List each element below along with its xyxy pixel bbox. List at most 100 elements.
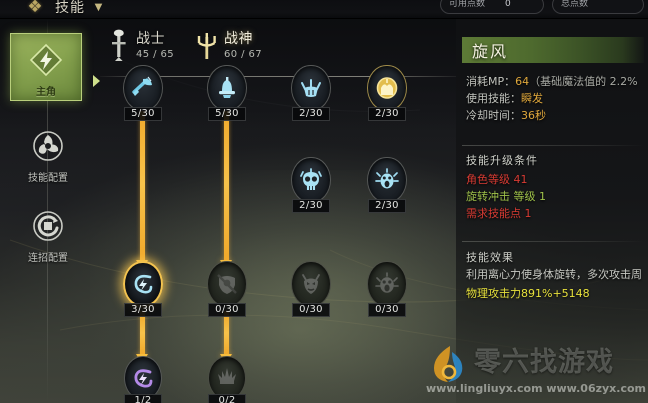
requirements-list: 角色等级 41 旋转冲击 等级 1 需求技能点 1 [466,171,646,222]
lightning-crest-icon [24,38,68,82]
skill-orb [367,65,407,111]
chevron-down-icon[interactable]: ▼ [94,2,103,13]
skill-node[interactable]: 1/2 [121,356,165,403]
top-bar: ❖ 技能 ▼ 可用点数 0 总点数 [0,0,648,19]
skill-stats: 消耗MP：64（基础魔法值的 2.2% 使用技能：瞬发 冷却时间：36秒 [466,73,644,124]
connector-r3c2-to-r4c2 [224,311,229,355]
sidebar-rail [47,19,48,403]
skill-tree: 战士 45 / 65 战神 60 / 67 [96,19,458,403]
gold-shield-icon [374,75,400,101]
skill-count: 2/30 [292,199,330,213]
requirement-item: 需求技能点 1 [466,207,532,220]
crown-spikes-icon [298,75,324,101]
total-points-label: 总点数 [561,0,589,9]
sidebar-item-label: 技能配置 [28,173,68,184]
tab-points: 60 / 67 [224,49,262,60]
requirement-item: 旋转冲击 等级 1 [466,190,546,203]
panel-divider [462,145,644,146]
stat-cast-type: 使用技能：瞬发 [466,90,644,107]
skull-icon [298,167,324,193]
skill-orb [123,261,163,307]
sidebar-active-arrow-icon [93,75,100,87]
stat-label: 冷却时间： [466,109,521,122]
skill-node[interactable]: 0/30 [204,261,250,317]
connector-r1c2-to-r3c2 [224,107,229,261]
skill-node[interactable]: 5/30 [120,65,166,121]
sidebar-item-combo-config[interactable]: 连招配置 [8,204,88,264]
skill-node[interactable]: 2/30 [364,157,410,213]
skill-node-grid: 5/30 5/30 [96,65,456,403]
stat-value: 36秒 [521,109,546,122]
crest-icon: ❖ [27,0,43,17]
connector-r3c1-to-r4c1 [140,311,145,355]
skill-node[interactable]: 0/30 [288,261,334,317]
sidebar: 主角 技能配置 [0,19,100,403]
demon-mask-icon [298,271,324,297]
skill-node[interactable]: 5/30 [204,65,250,121]
available-points-pill: 可用点数 0 [440,0,544,14]
skill-orb [291,65,331,111]
stat-value: 瞬发 [521,92,543,105]
triskelion-icon [26,124,70,168]
skill-orb [367,157,407,203]
skill-orb [207,65,247,111]
stat-suffix: （基础魔法值的 2.2% [529,75,638,88]
skill-count: 2/30 [368,107,406,121]
stat-cooldown: 冷却时间：36秒 [466,107,644,124]
skill-node[interactable]: 2/30 [288,157,334,213]
skill-orb [123,65,163,111]
skill-title-bar: 旋风 [462,37,644,63]
skill-title: 旋风 [472,42,509,61]
total-points-pill: 总点数 [552,0,644,14]
sidebar-item-label: 主角 [36,87,56,98]
effect-value: 物理攻击力891%+5148 [466,287,590,300]
available-points-value: 0 [505,0,511,9]
effect-block: 利用离心力使身体旋转，多次攻击周 物理攻击力891%+5148 [466,267,648,303]
trident-icon [196,29,218,63]
skill-detail-panel: 旋风 消耗MP：64（基础魔法值的 2.2% 使用技能：瞬发 冷却时间：36秒 … [456,19,648,403]
bell-hammer-icon [214,75,240,101]
skill-count: 5/30 [124,107,162,121]
skill-node[interactable]: 0/2 [205,356,249,403]
skill-orb [291,157,331,203]
shout-face-icon [374,167,400,193]
tab-label: 战神 [224,31,253,47]
spiral-combo-icon [26,204,70,248]
stat-label: 消耗MP： [466,75,516,88]
tab-underline [100,76,458,77]
skill-orb [207,261,247,307]
skill-count: 0/30 [368,303,406,317]
skill-count: 3/30 [124,303,162,317]
stat-value: 64 [515,75,530,88]
skill-node[interactable]: 2/30 [364,65,410,121]
effect-header: 技能效果 [466,251,514,264]
skill-orb [208,356,246,400]
tab-points: 45 / 65 [136,49,174,60]
requirements-header: 技能升级条件 [466,154,538,167]
skill-node[interactable]: 2/30 [288,65,334,121]
roar-face-icon [374,271,400,297]
available-points-label: 可用点数 [449,0,486,9]
skill-node[interactable]: 0/30 [364,261,410,317]
skill-orb [124,356,162,400]
skill-count: 2/30 [292,107,330,121]
tab-label: 战士 [136,31,165,47]
sidebar-item-label: 连招配置 [28,253,68,264]
tab-warrior[interactable]: 战士 45 / 65 [108,27,174,69]
skill-count: 2/30 [368,199,406,213]
skill-node-selected[interactable]: 3/30 [120,261,166,317]
stat-mp-cost: 消耗MP：64（基础魔法值的 2.2% [466,73,644,90]
panel-divider [462,241,644,242]
sidebar-item-main-character[interactable]: 主角 [10,33,100,101]
tab-war-god[interactable]: 战神 60 / 67 [196,27,262,69]
sidebar-item-skill-config[interactable]: 技能配置 [8,124,88,184]
page-title: 技能 [55,0,85,16]
purple-whirl-icon [130,365,156,391]
effect-description: 利用离心力使身体旋转，多次攻击周 [466,268,642,281]
skill-orb [291,261,331,307]
skill-count: 1/2 [124,394,162,403]
axe-swing-icon [130,75,156,101]
requirement-item: 角色等级 41 [466,173,528,186]
skill-orb [367,261,407,307]
